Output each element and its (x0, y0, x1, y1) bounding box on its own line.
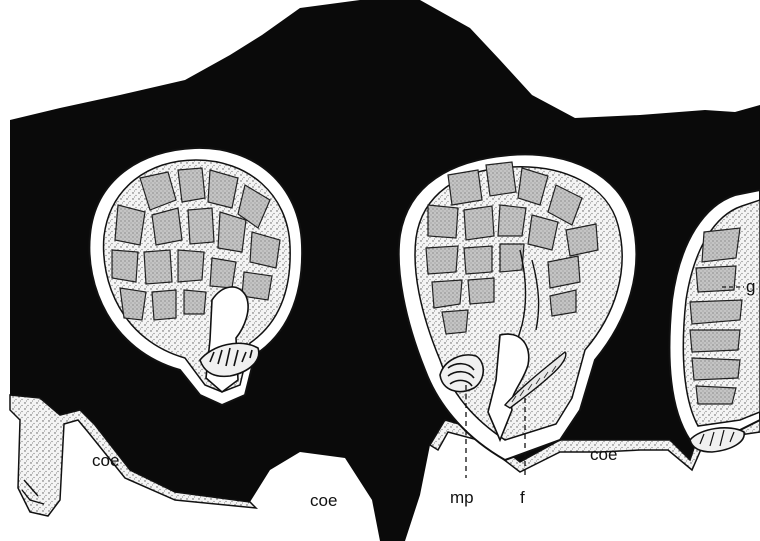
label-g: g (746, 277, 755, 296)
label-coe-center: coe (310, 491, 337, 510)
label-coe-right: coe (590, 445, 617, 464)
label-coe-left: coe (92, 451, 119, 470)
label-f: f (520, 488, 525, 507)
label-mp: mp (450, 488, 474, 507)
